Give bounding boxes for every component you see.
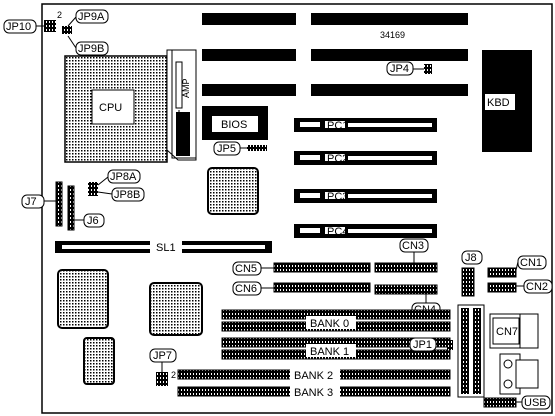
- jp9b-callout: [75, 41, 109, 56]
- amp-label: AMP: [181, 78, 191, 98]
- pc2-label: PC2: [327, 153, 348, 165]
- cn1-label: CN1: [520, 257, 542, 269]
- jp8-jumper: [88, 182, 98, 196]
- jp5-jumper: [247, 145, 267, 151]
- jp10-label: JP10: [6, 21, 31, 33]
- cn4-header: [374, 284, 438, 295]
- kbd-label: KBD: [487, 97, 510, 109]
- pci-slots: PC1 PC2 PC3 PC4: [294, 118, 437, 238]
- bank2-label: BANK 2: [294, 370, 333, 382]
- simm-bank-3: BANK 3: [177, 385, 451, 399]
- jp1-jumper: [447, 340, 453, 350]
- serial-port-connector: [499, 353, 539, 395]
- simm-bank-2: BANK 2: [177, 368, 451, 382]
- cn7-connector: CN7: [489, 313, 539, 349]
- jp1-label: JP1: [413, 339, 432, 351]
- j8-header: [461, 267, 475, 297]
- cn3-label: CN3: [402, 240, 424, 252]
- cn5-label: CN5: [235, 263, 257, 275]
- sl1-label: SL1: [156, 242, 176, 254]
- jp8a-callout: [107, 169, 141, 184]
- cn3-header: [374, 262, 438, 273]
- cn2-label: CN2: [526, 281, 548, 293]
- jp8b-label: JP8B: [114, 189, 140, 201]
- jp8b-callout: [111, 187, 145, 202]
- board-model-number: 34169: [380, 30, 405, 40]
- j7-label: J7: [25, 196, 37, 208]
- cn5-header: [273, 262, 371, 273]
- pc1-label: PC1: [327, 120, 348, 132]
- cpu-label: CPU: [99, 102, 122, 114]
- chipset-chips: [57, 167, 259, 385]
- jp4-label: JP4: [390, 63, 409, 75]
- jp7-jumper: [156, 372, 168, 386]
- bank3-label: BANK 3: [294, 387, 333, 399]
- j8-label: J8: [465, 252, 477, 264]
- isa-slots: [202, 13, 468, 96]
- jp7-label: JP7: [153, 350, 172, 362]
- jp9b-label: JP9B: [78, 43, 104, 55]
- j6-label: J6: [87, 215, 99, 227]
- pc4-label: PC4: [327, 226, 348, 238]
- usb-header: [483, 397, 517, 408]
- cpu-socket: CPU AMP: [64, 49, 197, 163]
- bank0-label: BANK 0: [310, 318, 349, 330]
- jp8a-label: JP8A: [110, 171, 137, 183]
- j8-callout: [461, 250, 483, 265]
- jp10-pin-label: 2: [57, 10, 62, 20]
- jp5-label: JP5: [217, 143, 236, 155]
- bank1-label: BANK 1: [310, 346, 349, 358]
- j7-header: [55, 181, 63, 227]
- simm-bank-1: BANK 1: [221, 337, 451, 360]
- cn6-label: CN6: [235, 283, 257, 295]
- simm-bank-0: BANK 0: [221, 309, 451, 332]
- cn7-label: CN7: [496, 326, 518, 338]
- j6-header: [67, 185, 75, 231]
- jp7-pin-label: 2: [171, 370, 176, 380]
- cn1-header: [487, 267, 517, 278]
- jp7-callout: [149, 348, 177, 363]
- pc3-label: PC3: [327, 191, 348, 203]
- bios-label: BIOS: [221, 119, 247, 131]
- jp9a-callout: [75, 9, 109, 24]
- cn6-header: [273, 282, 371, 293]
- usb-label: USB: [524, 397, 547, 409]
- jp9a-jumper: [62, 26, 72, 34]
- jp4-jumper: [424, 64, 432, 74]
- jp10-jumper: [44, 20, 56, 32]
- jp9a-label: JP9A: [78, 11, 105, 23]
- cn2-header: [487, 282, 517, 293]
